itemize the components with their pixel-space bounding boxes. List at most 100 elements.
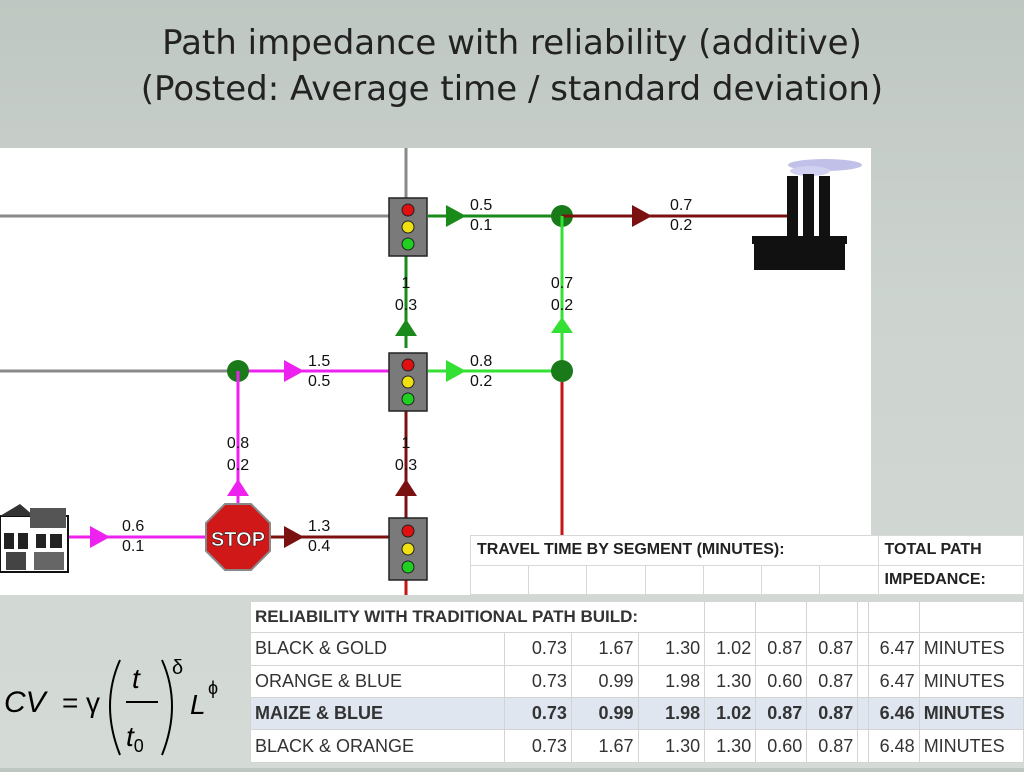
segment-value: 0.73 <box>504 664 572 698</box>
blank-cell <box>867 600 920 634</box>
title-line-2: (Posted: Average time / standard deviati… <box>140 69 884 109</box>
stop-sign-text: STOP <box>211 529 265 551</box>
stop-sign-icon: STOP <box>205 503 271 571</box>
segment-value: 0.99 <box>570 696 639 731</box>
path-unit: MINUTES <box>918 696 1024 731</box>
formula-lhs: CV <box>4 686 49 719</box>
travel-time-header: TRAVEL TIME BY SEGMENT (MINUTES): TOTAL … <box>469 535 1024 595</box>
blank-cell <box>857 664 869 698</box>
path-unit: MINUTES <box>918 632 1024 666</box>
blank-cell <box>857 600 869 634</box>
traffic-signal-mid-icon <box>388 352 428 412</box>
segment-value: 1.02 <box>704 632 757 666</box>
segment-value: 0.87 <box>806 664 859 698</box>
formula-svg: CV = γ t t0 δ L ϕ <box>4 657 218 756</box>
path-total: 6.46 <box>867 696 920 731</box>
formula-gamma: γ <box>86 687 100 718</box>
segment-value: 0.60 <box>755 729 808 763</box>
path-total: 6.47 <box>867 632 920 666</box>
table-row: BLACK & GOLD 0.73 1.67 1.30 1.02 0.87 0.… <box>249 632 1024 666</box>
blank-cell <box>644 564 704 595</box>
arrow-pink-right <box>284 360 304 382</box>
formula-equals: = <box>62 687 78 718</box>
segment-value: 1.98 <box>637 696 706 731</box>
segment-value: 0.87 <box>806 696 859 731</box>
total-path-label: TOTAL PATH <box>877 535 1024 566</box>
house-icon <box>0 504 69 573</box>
blank-cell <box>469 564 530 595</box>
path-name: BLACK & GOLD <box>249 632 506 666</box>
segment-value: 1.30 <box>637 729 706 763</box>
arrow-maroon-bottom <box>284 526 304 548</box>
segment-value: 0.73 <box>504 729 572 763</box>
segment-value: 0.87 <box>806 632 859 666</box>
segment-value: 0.73 <box>504 696 572 731</box>
segment-value: 1.30 <box>637 632 706 666</box>
path-name: MAIZE & BLUE <box>249 696 506 731</box>
arrow-pink-up <box>227 479 249 496</box>
path-unit: MINUTES <box>918 729 1024 763</box>
segment-value: 0.99 <box>570 664 639 698</box>
segment-value: 0.87 <box>755 696 808 731</box>
formula-right-paren <box>161 659 173 756</box>
arrow-pink-bottom <box>90 526 110 548</box>
traffic-signal-bottom-icon <box>388 517 428 581</box>
cv-formula: CV = γ t t0 δ L ϕ <box>0 650 245 768</box>
arrow-maroon-top <box>632 205 652 227</box>
formula-denominator: t0 <box>126 721 144 756</box>
arrow-green-up <box>395 319 417 336</box>
blank-cell <box>857 632 869 666</box>
formula-exp-phi: ϕ <box>208 678 218 698</box>
blank-cell <box>586 564 646 595</box>
blank-cell <box>806 600 859 634</box>
path-unit: MINUTES <box>918 664 1024 698</box>
formula-exp-delta: δ <box>172 657 183 679</box>
slide-title: Path impedance with reliability (additiv… <box>0 20 1024 112</box>
blank-cell <box>857 729 869 763</box>
arrow-lightgreen-up <box>551 317 573 333</box>
table-row: BLACK & ORANGE 0.73 1.67 1.30 1.30 0.60 … <box>249 729 1024 763</box>
travel-time-header-label: TRAVEL TIME BY SEGMENT (MINUTES): <box>470 535 879 566</box>
blank-cell <box>918 600 1024 634</box>
formula-numerator: t <box>132 663 141 694</box>
segment-value: 1.30 <box>704 664 757 698</box>
segment-value: 1.67 <box>570 632 639 666</box>
path-name: BLACK & ORANGE <box>249 729 506 763</box>
segment-value: 0.87 <box>806 729 859 763</box>
factory-icon <box>752 159 862 270</box>
table-row-highlighted: MAIZE & BLUE 0.73 0.99 1.98 1.02 0.87 0.… <box>249 696 1024 731</box>
path-total: 6.47 <box>867 664 920 698</box>
blank-cell <box>528 564 588 595</box>
traffic-signal-top-icon <box>388 197 428 257</box>
segment-value: 0.87 <box>755 632 808 666</box>
table-row: ORANGE & BLUE 0.73 0.99 1.98 1.30 0.60 0… <box>249 664 1024 698</box>
segment-value: 0.73 <box>504 632 572 666</box>
title-line-1: Path impedance with reliability (additiv… <box>162 23 862 63</box>
reliability-heading: RELIABILITY WITH TRADITIONAL PATH BUILD: <box>249 600 706 634</box>
blank-cell <box>702 564 763 595</box>
blank-cell <box>819 564 879 595</box>
blank-cell <box>761 564 821 595</box>
blank-cell <box>857 696 869 731</box>
segment-value: 1.67 <box>570 729 639 763</box>
arrow-green-top <box>446 205 466 227</box>
arrow-maroon-up <box>395 479 417 496</box>
segment-value: 1.30 <box>704 729 757 763</box>
blank-cell <box>704 600 757 634</box>
node-mid-right <box>551 360 573 382</box>
segment-value: 1.02 <box>704 696 757 731</box>
impedance-label: IMPEDANCE: <box>877 564 1024 595</box>
path-name: ORANGE & BLUE <box>249 664 506 698</box>
path-total: 6.48 <box>867 729 920 763</box>
segment-value: 0.60 <box>755 664 808 698</box>
